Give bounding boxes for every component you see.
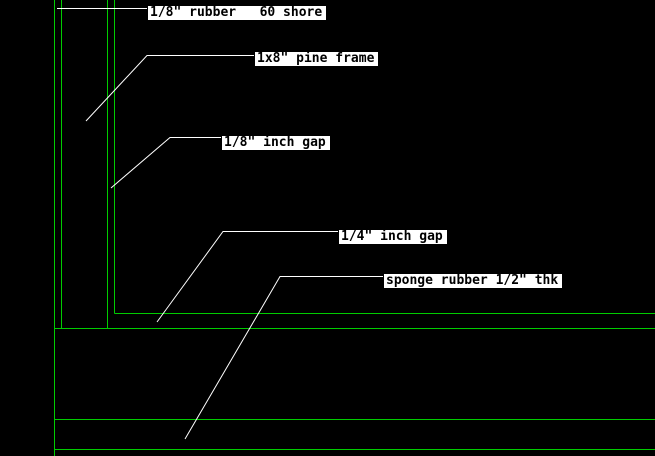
callout-eighth-inch-gap: 1/8" inch gap: [222, 136, 330, 150]
leader-quarter-inch-gap: [156, 231, 338, 323]
leader-lines: [57, 8, 383, 440]
frame-geometry: [54, 0, 655, 456]
callout-pine-frame: 1x8" pine frame: [255, 52, 379, 66]
leader-pine-frame: [85, 55, 254, 122]
leader-eighth-inch-gap: [110, 137, 221, 189]
callout-sponge-rubber: sponge rubber 1/2" thk: [384, 274, 563, 288]
callout-rubber-60-shore: 1/8" rubber 60 shore: [148, 6, 327, 20]
leader-sponge-rubber: [184, 276, 383, 440]
callout-quarter-inch-gap: 1/4" inch gap: [339, 230, 447, 244]
